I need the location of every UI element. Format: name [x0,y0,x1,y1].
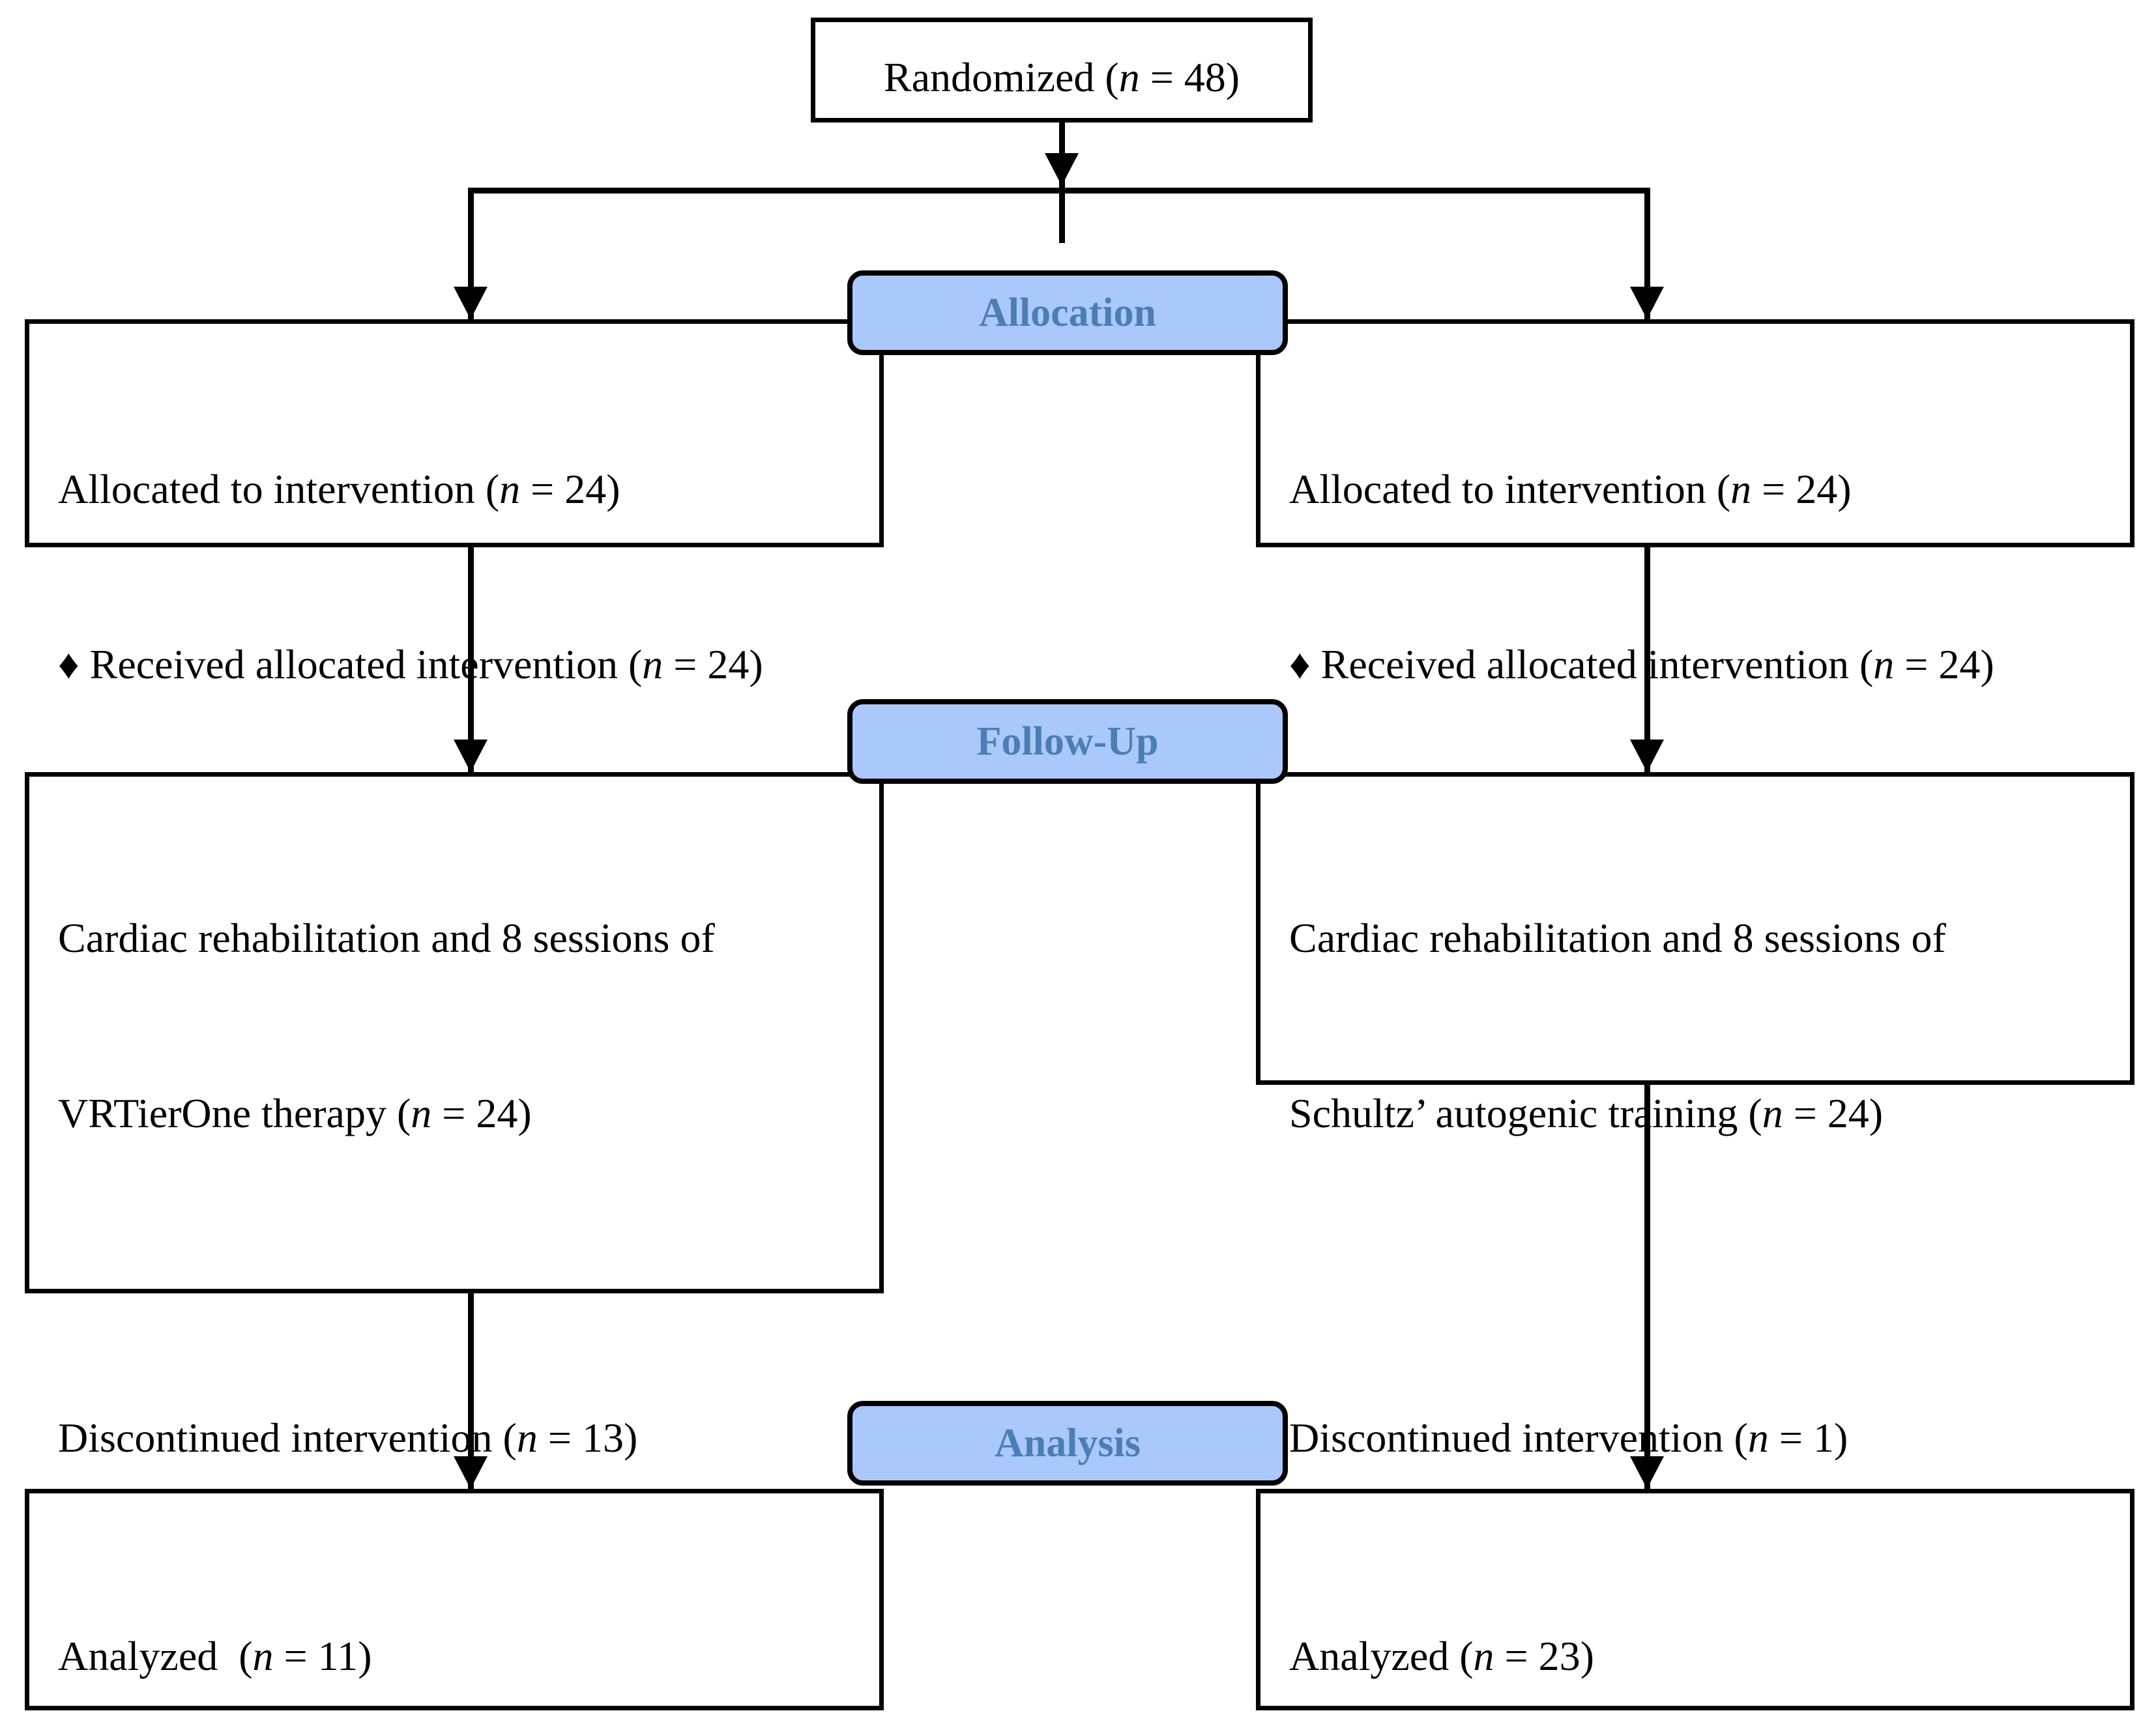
randomized-label: Randomized (n = 48) [883,54,1240,100]
connector-alloc-right-to-followup [1644,547,1650,772]
analysis-left-heading: Analyzed (n = 11) [58,1633,372,1680]
stage-banner-allocation: Allocation [847,270,1288,355]
arrowhead-followup-right [1630,740,1664,772]
box-analysis-left: Analyzed (n = 11) ♦ Excluded from analys… [25,1489,884,1710]
arrowhead-analysis-left [454,1456,488,1489]
box-analysis-right: Analyzed (n = 23) ♦ Excluded from analys… [1256,1489,2134,1710]
arrowhead-alloc-left [454,287,488,319]
connector-followup-right-to-analysis [1644,1085,1650,1489]
allocation-left-heading: Allocated to intervention (n = 24) [58,466,620,513]
follow-up-left-intervention-line-2: VRTierOne therapy (n = 24) [58,1089,532,1136]
follow-up-left-intervention-line-1: Cardiac rehabilitation and 8 sessions of [58,915,715,962]
stage-banner-analysis-label: Analysis [995,1420,1141,1465]
box-randomized: Randomized (n = 48) [811,18,1313,122]
follow-up-right-discontinued-heading: Discontinued intervention (n = 1) [1289,1414,1848,1461]
follow-up-left-spacer [58,1259,866,1292]
box-allocation-right: Allocated to intervention (n = 24) ♦ Rec… [1256,319,2134,863]
stage-banner-follow-up-label: Follow-Up [976,719,1159,764]
connector-split-left-down [468,188,474,319]
allocation-left-bullet-1: ♦ Received allocated intervention (n = 2… [58,640,763,687]
stage-banner-allocation-label: Allocation [978,290,1157,335]
follow-up-right-intervention-line-2: Schultz’ autogenic training (n = 24) [1289,1089,1884,1136]
connector-alloc-left-to-followup [468,547,474,772]
connector-split-right-down [1644,188,1650,319]
arrowhead-followup-left [454,740,488,772]
box-allocation-left: Allocated to intervention (n = 24) ♦ Rec… [25,319,884,863]
stage-banner-follow-up: Follow-Up [847,699,1288,784]
connector-split-horizontal [468,188,1650,194]
connector-followup-left-to-analysis [468,1293,474,1489]
arrowhead-alloc-right [1630,287,1664,319]
allocation-right-bullet-1: ♦ Received allocated intervention (n = 2… [1289,640,1994,687]
analysis-right-heading: Analyzed (n = 23) [1289,1633,1594,1680]
follow-up-left-discontinued-heading: Discontinued intervention (n = 13) [58,1414,638,1461]
allocation-right-heading: Allocated to intervention (n = 24) [1289,466,1852,513]
analysis-left-content: Analyzed (n = 11) ♦ Excluded from analys… [58,1510,866,1726]
follow-up-right-intervention-line-1: Cardiac rehabilitation and 8 sessions of [1289,915,1946,962]
follow-up-right-spacer [1289,1259,2117,1292]
stage-banner-analysis: Analysis [847,1401,1288,1486]
arrowhead-analysis-right [1630,1456,1664,1489]
arrowhead-randomized-down [1045,153,1079,186]
analysis-right-content: Analyzed (n = 23) ♦ Excluded from analys… [1289,1510,2117,1726]
box-follow-up-left: Cardiac rehabilitation and 8 sessions of… [25,772,884,1636]
box-follow-up-right: Cardiac rehabilitation and 8 sessions of… [1256,772,2134,1636]
